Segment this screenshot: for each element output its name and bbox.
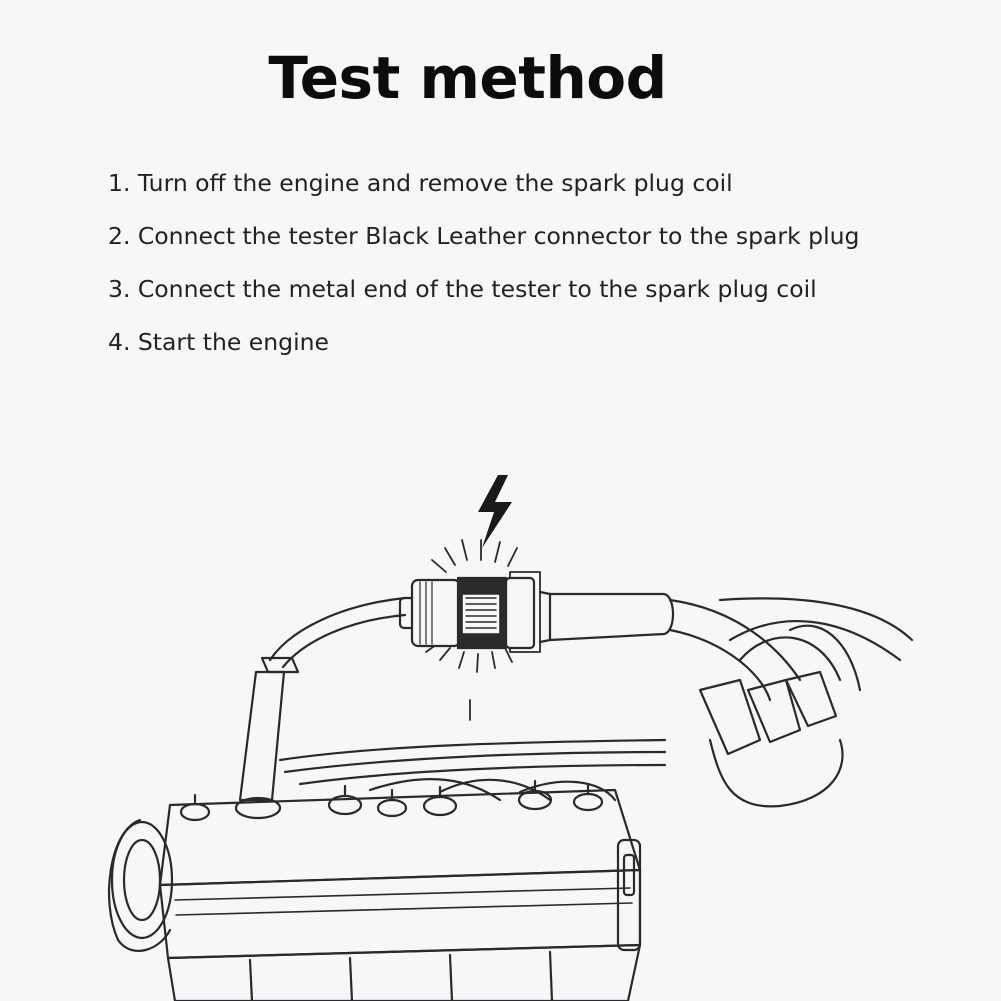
page-title: Test method bbox=[268, 44, 667, 112]
spark-plug-boot bbox=[234, 656, 300, 820]
spark-rays-icon bbox=[425, 539, 518, 721]
step-3: 3. Connect the metal end of the tester t… bbox=[108, 275, 817, 303]
spark-tester-illustration bbox=[398, 571, 675, 653]
ignition-cable-left bbox=[268, 596, 407, 669]
step-4: 4. Start the engine bbox=[108, 328, 329, 356]
engine-harness-wires bbox=[278, 738, 667, 802]
instruction-list: 1. Turn off the engine and remove the sp… bbox=[108, 170, 859, 382]
engine-block-illustration bbox=[108, 779, 642, 1001]
ignition-wires-illustration bbox=[668, 597, 914, 808]
step-1: 1. Turn off the engine and remove the sp… bbox=[108, 169, 733, 197]
step-2: 2. Connect the tester Black Leather conn… bbox=[108, 222, 860, 250]
engine-test-illustration bbox=[108, 475, 914, 1001]
lightning-bolt-icon bbox=[478, 475, 512, 548]
